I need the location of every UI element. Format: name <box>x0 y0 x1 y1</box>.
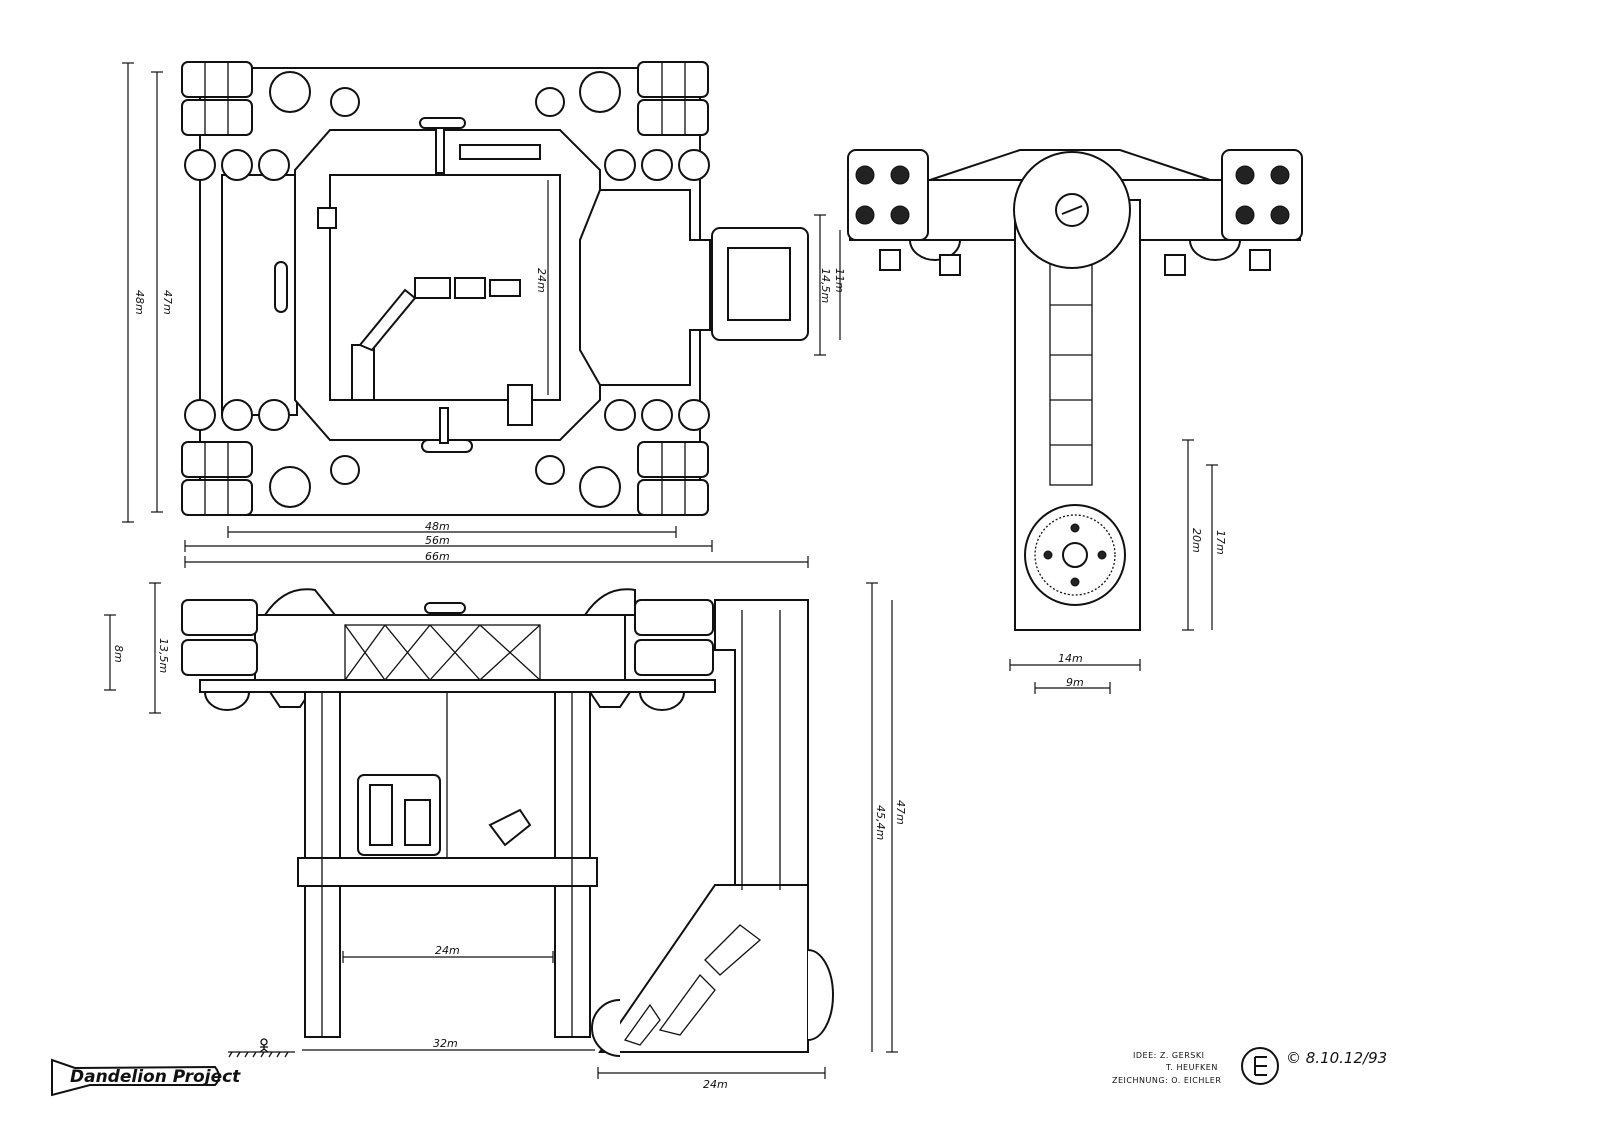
dim-inner-square: 24m <box>535 268 548 293</box>
top-dimensions <box>122 62 841 568</box>
end-thrusters <box>847 149 1303 276</box>
dim-deck-a: 8m <box>112 645 125 663</box>
credit-idea: IDEE: Z. GERSKI <box>1133 1051 1204 1060</box>
robot-arm <box>274 117 541 453</box>
dim-leg-inner: 24m <box>435 944 460 957</box>
dim-arm-inner: 9m <box>1066 676 1084 689</box>
dim-tower-a: 45,4m <box>874 805 887 840</box>
copyright-date: © 8.10.12/93 <box>1286 1049 1387 1067</box>
docking-module <box>711 227 809 341</box>
credits: IDEE: Z. GERSKI T. HEUFKEN ZEICHNUNG: O.… <box>1112 1047 1387 1085</box>
dim-height-outer: 48m <box>133 290 146 315</box>
end-view: 20m 17m 14m 9m <box>847 149 1303 694</box>
hanging-pod <box>357 774 532 856</box>
dim-tower-base: 24m <box>703 1078 728 1091</box>
dim-height-inner: 47m <box>161 290 174 315</box>
dim-arm-width: 14m <box>1058 652 1083 665</box>
emblem-icon <box>1241 1047 1279 1085</box>
credit-idea-second: T. HEUFKEN <box>1165 1063 1218 1072</box>
dim-arm-a: 20m <box>1190 528 1203 553</box>
dim-module-a: 11m <box>833 268 846 293</box>
dim-arm-b: 17m <box>1214 530 1227 555</box>
scale-figure <box>228 1038 295 1058</box>
credit-drawing: ZEICHNUNG: O. EICHLER <box>1112 1076 1221 1085</box>
side-extension <box>579 189 711 386</box>
dim-tower-b: 47m <box>894 800 907 825</box>
top-view: 48m 47m 24m 11m 14,5m 48m 56m 66m <box>122 61 846 568</box>
logo-text: Dandelion Project <box>70 1067 241 1087</box>
logo: Dandelion Project <box>51 1058 241 1097</box>
dim-width-total: 66m <box>425 550 450 563</box>
dim-leg-outer: 32m <box>433 1037 458 1050</box>
dim-deck-b: 13,5m <box>157 638 170 673</box>
dim-width-frame: 48m <box>425 520 450 533</box>
thruster-clusters <box>181 61 710 516</box>
side-thrusters <box>181 588 714 711</box>
truss <box>344 624 541 681</box>
side-view: 8m 13,5m 24m 32m 24m 45,4m 47m <box>104 582 907 1091</box>
dim-module-b: 14,5m <box>819 268 832 303</box>
tower <box>591 599 834 1057</box>
dim-width-mid: 56m <box>425 534 450 547</box>
